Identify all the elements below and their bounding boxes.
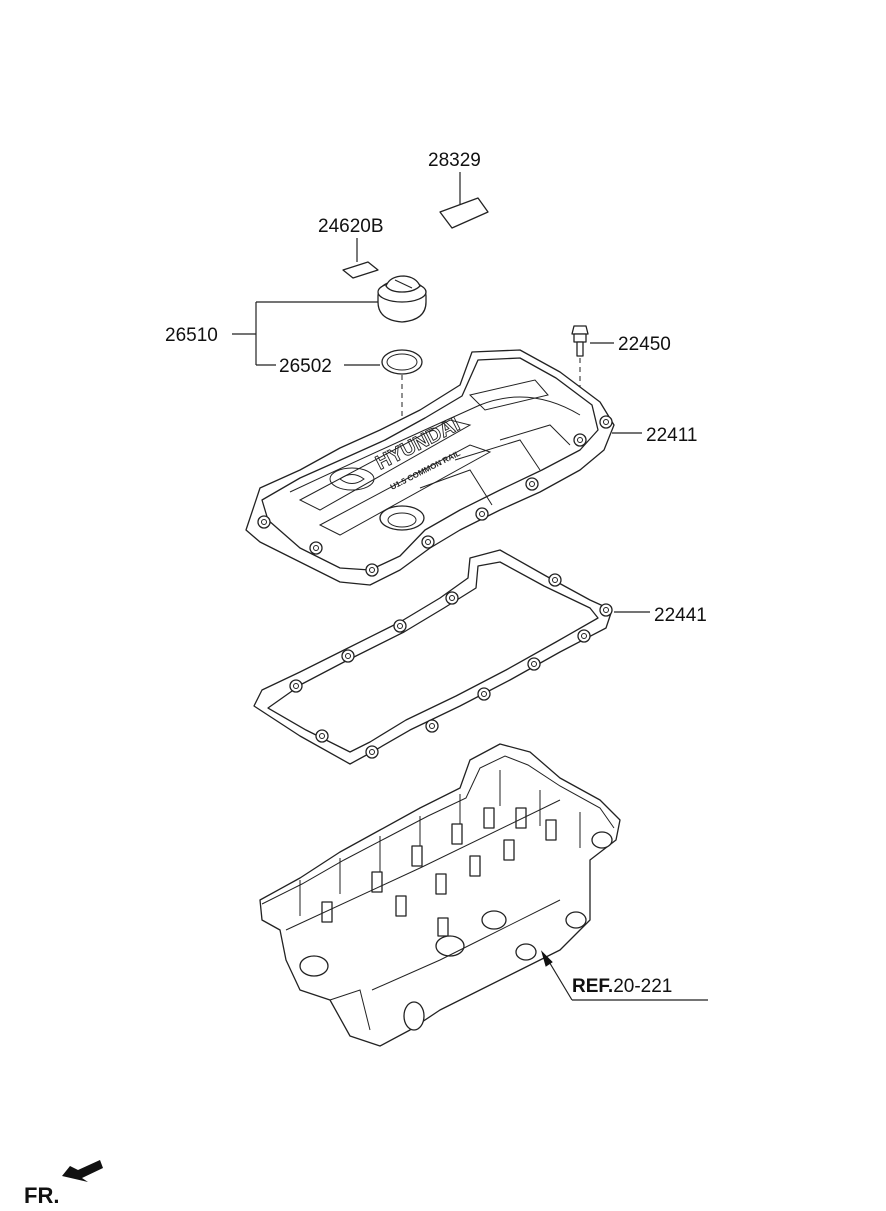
bracket-26510: 26510 — [165, 301, 378, 366]
reference-code: 20-221 — [613, 976, 672, 997]
callout-24620b[interactable]: 24620B — [318, 216, 384, 237]
part-22411-rocker-cover: 22411 HYUNDAI U1.5 COMMON RAIL — [245, 349, 697, 586]
front-label: FR. — [24, 1183, 59, 1208]
callout-26510[interactable]: 26510 — [165, 325, 218, 346]
cylinder-head-reference: REF.20-221 — [259, 743, 708, 1047]
oil-filler-cap[interactable] — [377, 275, 427, 323]
valve-posts — [321, 807, 557, 937]
callout-26502[interactable]: 26502 — [279, 356, 332, 377]
front-arrow-icon — [62, 1160, 103, 1182]
reference-label[interactable]: REF.20-221 — [572, 976, 672, 997]
part-22441-cover-gasket: 22441 — [253, 549, 707, 765]
part-26502-gasket: 26502 — [279, 349, 423, 500]
part-28329-label-plate: 28329 — [428, 150, 489, 229]
callout-22441[interactable]: 22441 — [654, 605, 707, 626]
callout-22450[interactable]: 22450 — [618, 334, 671, 355]
callout-28329[interactable]: 28329 — [428, 150, 481, 171]
front-indicator: FR. — [24, 1160, 103, 1208]
callout-22411[interactable]: 22411 — [646, 425, 697, 446]
reference-prefix: REF. — [572, 976, 613, 997]
part-24620b-label: 24620B — [318, 216, 384, 279]
